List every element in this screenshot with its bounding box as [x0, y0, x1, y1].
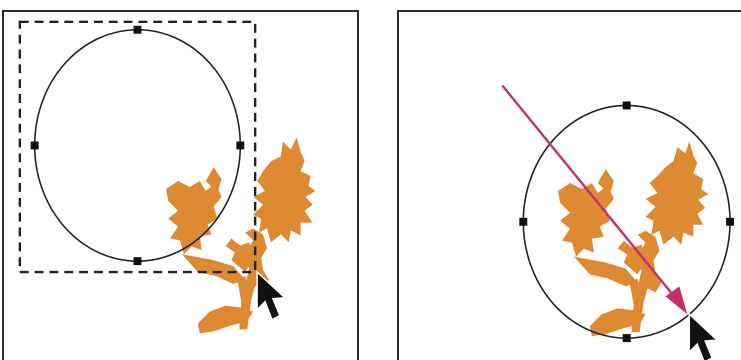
arrow-pointer-icon: [257, 272, 285, 319]
left-canvas-svg: [4, 12, 357, 360]
ellipse-shape[interactable]: [35, 30, 241, 261]
anchor-point-icon[interactable]: [519, 218, 527, 226]
anchor-point-icon[interactable]: [31, 142, 39, 150]
anchor-point-icon[interactable]: [726, 218, 734, 226]
left-canvas-panel: [2, 10, 359, 360]
anchor-point-icon[interactable]: [134, 257, 142, 265]
right-canvas-panel: [397, 10, 741, 360]
right-canvas-svg: [399, 12, 741, 360]
anchor-point-icon[interactable]: [134, 26, 142, 34]
flower-silhouette-icon: [558, 141, 708, 336]
arrow-pointer-icon: [689, 314, 717, 360]
anchor-point-icon[interactable]: [623, 101, 631, 109]
anchor-point-icon[interactable]: [623, 334, 631, 342]
flower-silhouette-icon: [166, 138, 315, 334]
selection-marquee[interactable]: [20, 22, 255, 272]
anchor-point-icon[interactable]: [236, 142, 244, 150]
